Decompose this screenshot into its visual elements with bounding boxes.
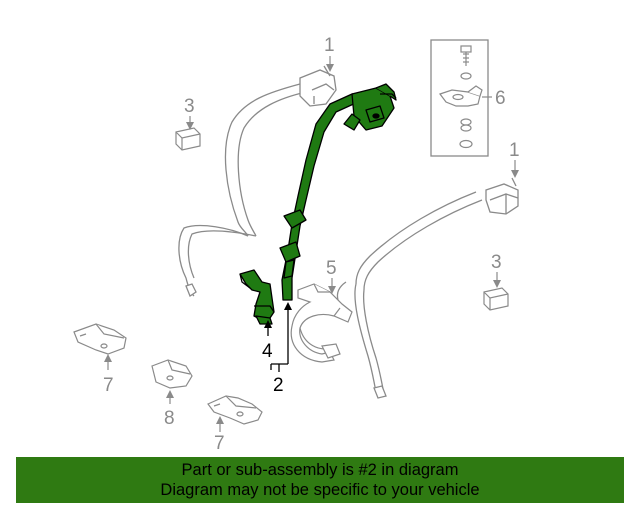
left-seat-belt-assembly bbox=[178, 65, 337, 297]
part-4-bracket-highlighted bbox=[239, 269, 275, 325]
callout-4: 4 bbox=[262, 320, 273, 362]
part-7-left-bracket bbox=[73, 323, 127, 355]
part-8-bracket bbox=[151, 359, 193, 389]
callout-2: 2 bbox=[270, 302, 292, 396]
parts-diagram: 1 3 bbox=[73, 35, 520, 454]
callout-5: 5 bbox=[326, 258, 337, 294]
callout-3-right: 3 bbox=[491, 252, 502, 288]
part-3-left-block bbox=[175, 127, 201, 151]
callout-5-label: 5 bbox=[326, 258, 337, 279]
part-3-right-block bbox=[483, 287, 509, 311]
banner-line-2: Diagram may not be specific to your vehi… bbox=[160, 481, 480, 499]
callout-6-label: 6 bbox=[495, 88, 506, 109]
callout-3-left-label: 3 bbox=[184, 96, 195, 117]
callout-7-right-label: 7 bbox=[214, 433, 225, 454]
callout-4-label: 4 bbox=[262, 341, 273, 362]
callout-3-left: 3 bbox=[184, 96, 195, 130]
callout-1-top: 1 bbox=[324, 35, 335, 72]
callout-8: 8 bbox=[164, 390, 175, 429]
banner-line-1: Part or sub-assembly is #2 in diagram bbox=[181, 461, 459, 479]
callout-7-left: 7 bbox=[103, 354, 114, 396]
callout-1-right: 1 bbox=[509, 140, 520, 178]
part-7-right-bracket bbox=[207, 395, 263, 425]
part-5-buckle bbox=[290, 283, 353, 363]
callout-1-right-label: 1 bbox=[509, 140, 520, 161]
part-6-bolt-group: 6 bbox=[430, 39, 506, 157]
info-banner: Part or sub-assembly is #2 in diagram Di… bbox=[16, 457, 624, 503]
callout-7-right: 7 bbox=[214, 416, 225, 454]
callout-3-right-label: 3 bbox=[491, 252, 502, 273]
callout-7-left-label: 7 bbox=[103, 375, 114, 396]
callout-2-label: 2 bbox=[273, 375, 284, 396]
part-2-seat-belt-highlighted bbox=[279, 83, 397, 301]
callout-8-label: 8 bbox=[164, 408, 175, 429]
callout-1-top-label: 1 bbox=[324, 35, 335, 56]
right-seat-belt-assembly bbox=[336, 177, 519, 399]
